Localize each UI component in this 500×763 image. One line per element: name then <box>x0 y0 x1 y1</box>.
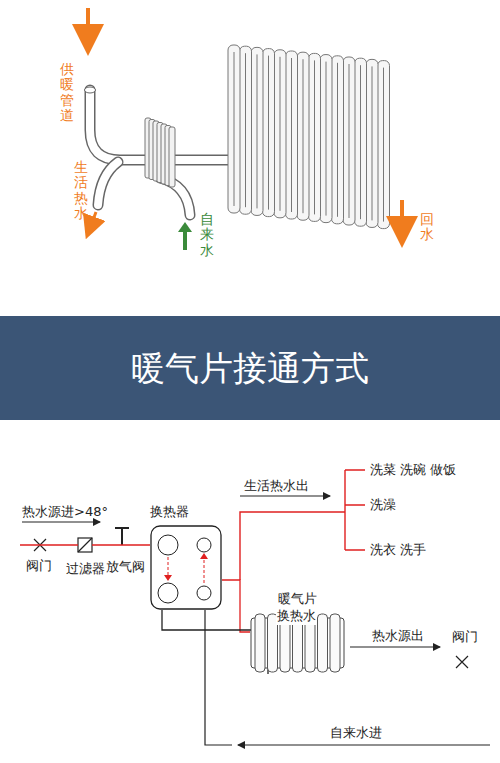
pipe-label: 放气阀 <box>106 558 145 576</box>
vertical-label: 生活热水 <box>74 160 88 222</box>
node-heading: 换热器 <box>150 503 189 521</box>
node-heading: 暖气片 <box>278 590 317 608</box>
pipe-connector <box>222 580 250 632</box>
heat-exchanger-outline <box>150 525 222 610</box>
vertical-label: 自来水 <box>200 212 214 258</box>
pipe-label: 洗澡 <box>370 496 396 514</box>
pipe-label: 洗菜 洗碗 做饭 <box>370 461 456 479</box>
pipe-label: 生活热水出 <box>244 477 309 495</box>
pipe-label: 阀门 <box>26 557 52 575</box>
edge-label: 换热水 <box>276 607 317 625</box>
heat-exchanger: 换热器 <box>150 525 222 610</box>
pipe-label: 阀门 <box>452 628 478 646</box>
vertical-label: 供暖管道 <box>60 62 74 124</box>
pipe-label: 热水源进>48° <box>22 503 108 521</box>
radiator-illustration <box>0 0 500 310</box>
pipe-label: 自来水进 <box>330 724 382 742</box>
pipe-label: 过滤器 <box>66 560 105 578</box>
pipe-label: 热水源出 <box>372 627 424 645</box>
pipe-label: 洗衣 洗手 <box>370 541 426 559</box>
vertical-label: 回水 <box>420 212 434 243</box>
diagram-title: 暖气片接通方式 <box>0 346 500 392</box>
